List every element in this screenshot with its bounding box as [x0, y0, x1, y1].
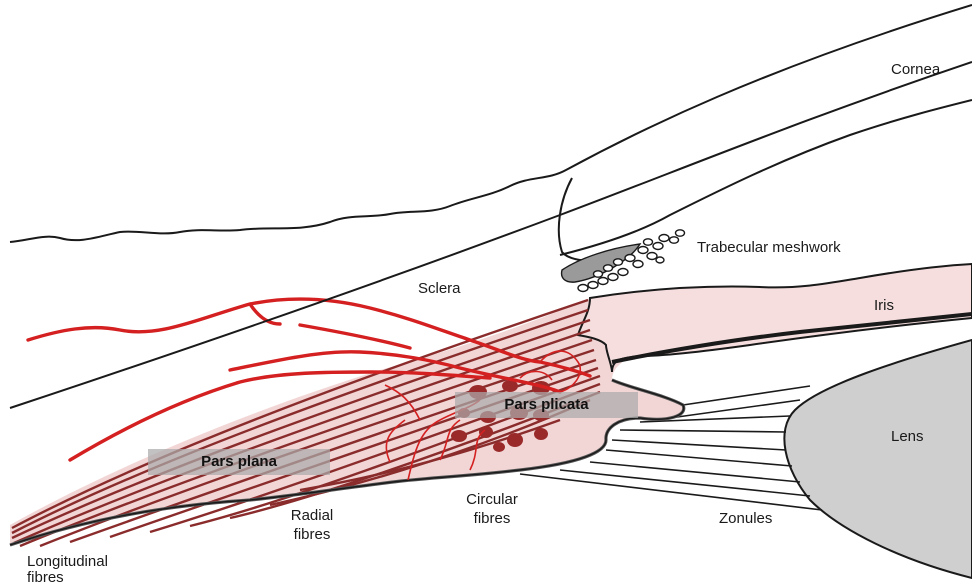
label-circular-fibres: Circular fibres	[447, 490, 537, 528]
label-radial-fibres-line2: fibres	[272, 525, 352, 544]
label-circular-fibres-line2: fibres	[447, 509, 537, 528]
label-lens: Lens	[891, 427, 924, 446]
label-circular-fibres-line1: Circular	[447, 490, 537, 509]
label-radial-fibres: Radial fibres	[272, 506, 352, 544]
label-pars-plicata: Pars plicata	[455, 392, 638, 418]
label-radial-fibres-line1: Radial	[272, 506, 352, 525]
label-cornea: Cornea	[891, 60, 940, 79]
label-sclera: Sclera	[418, 279, 461, 298]
label-pars-plana: Pars plana	[148, 449, 330, 475]
label-longitudinal-fibres-line2: fibres	[27, 571, 108, 585]
label-longitudinal-fibres: Longitudinal fibres	[27, 552, 108, 585]
label-trabecular-meshwork: Trabecular meshwork	[697, 238, 841, 257]
label-zonules: Zonules	[719, 509, 772, 528]
label-iris: Iris	[874, 296, 894, 315]
lens-shape	[784, 340, 972, 578]
label-longitudinal-fibres-line1: Longitudinal	[27, 552, 108, 571]
